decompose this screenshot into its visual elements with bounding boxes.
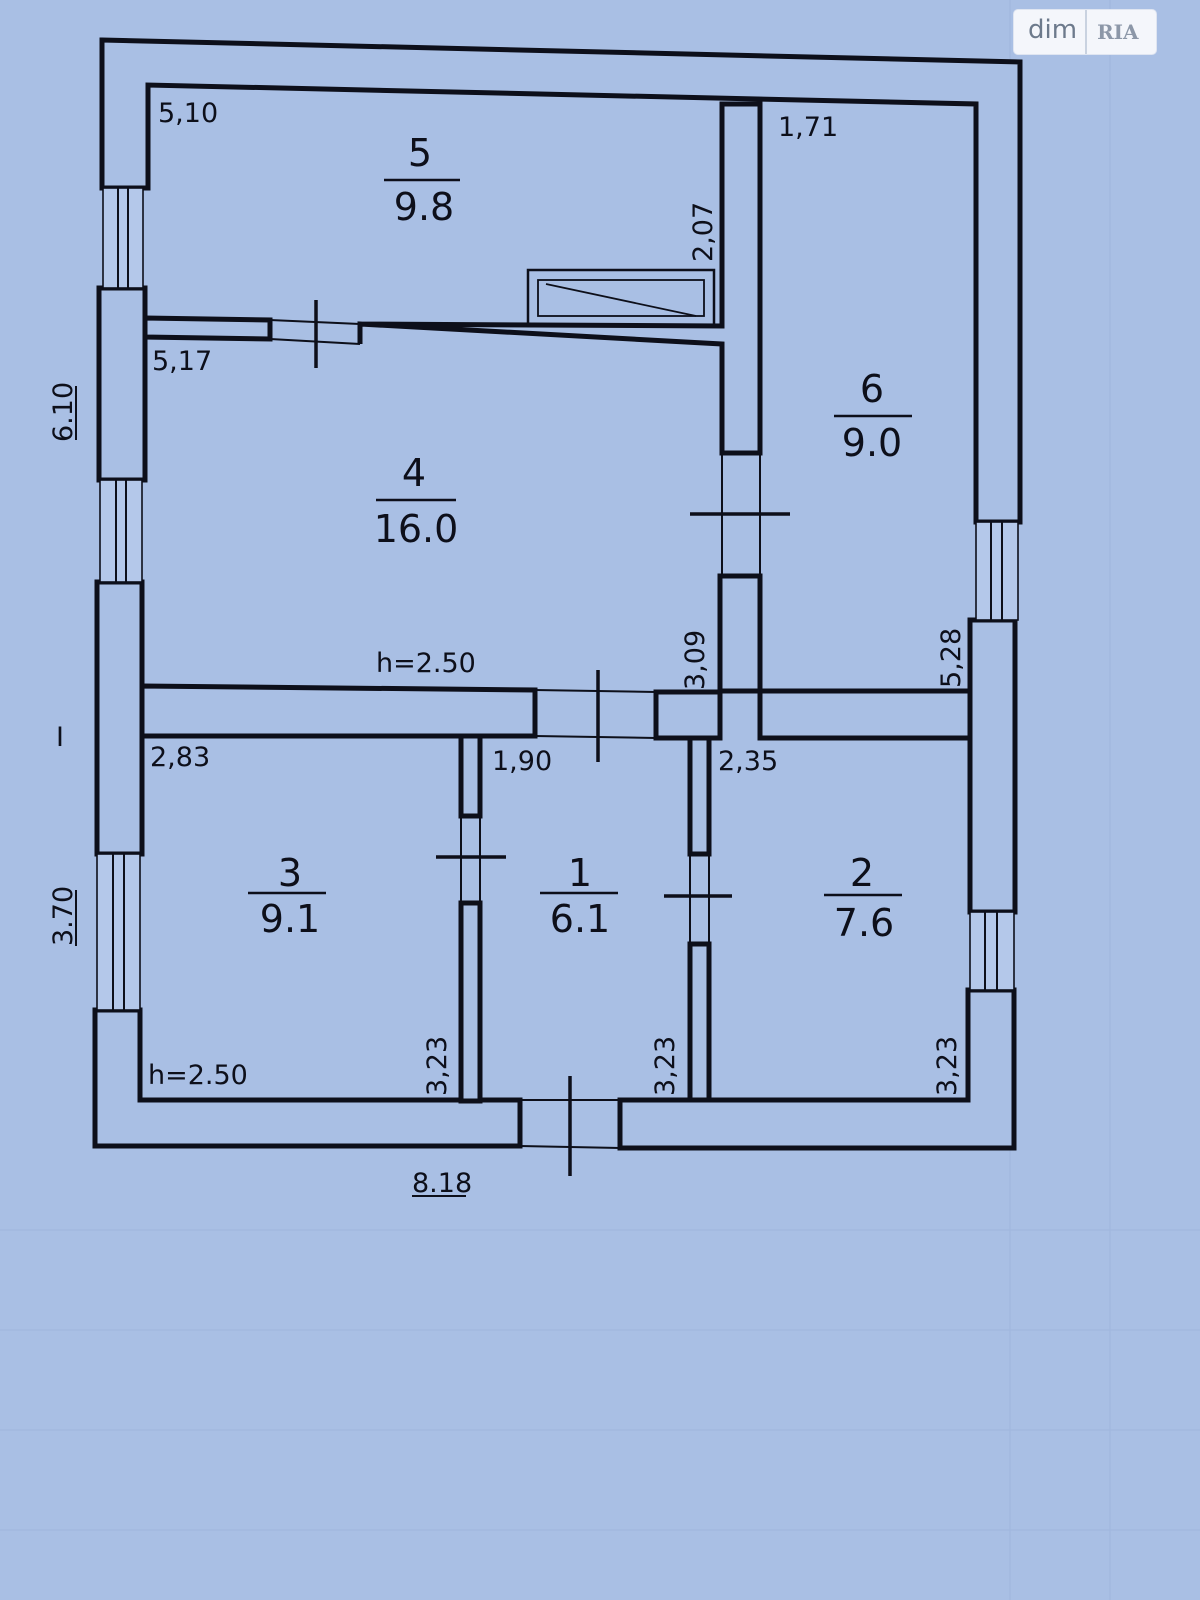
dim-room6-width: 1,71: [778, 112, 838, 143]
svg-text:9.8: 9.8: [394, 185, 454, 229]
windows: [96, 187, 1019, 1011]
dim-room1-width: 1,90: [492, 746, 552, 777]
room-label-4: 4 16.0: [374, 451, 459, 551]
interior-walls: [139, 101, 973, 1104]
overall-width: 8.18: [412, 1168, 472, 1199]
svg-text:9.1: 9.1: [260, 897, 320, 941]
window-room4: [99, 479, 143, 583]
bathtub: [526, 268, 716, 328]
svg-text:3: 3: [278, 851, 302, 895]
svg-text:5: 5: [408, 131, 432, 175]
dimension-labels: 5,10 2,07 1,71 5,28 5,17 3,09 2,83 3,23 …: [148, 98, 967, 1096]
svg-text:1: 1: [568, 851, 592, 895]
dim-room6-depth: 5,28: [936, 628, 967, 688]
logo-dim-text: dim: [1014, 10, 1088, 54]
dim-room5-width: 5,10: [158, 98, 218, 129]
window-room2: [969, 911, 1015, 991]
dim-room5-depth: 2,07: [688, 202, 719, 262]
room-label-2: 2 7.6: [824, 851, 902, 945]
svg-text:6: 6: [860, 367, 884, 411]
svg-text:2: 2: [850, 851, 874, 895]
dim-room3-width: 2,83: [150, 742, 210, 773]
doors: [269, 300, 790, 1176]
section-mark: I: [56, 722, 64, 753]
dim-ria-logo[interactable]: dim RIA: [1014, 10, 1156, 54]
lower-depth: 3.70: [48, 886, 79, 946]
window-room5: [102, 187, 144, 289]
overall-dimensions: 8.18 6.10 3.70 I: [48, 382, 472, 1199]
room-label-1: 1 6.1: [540, 851, 618, 941]
dim-room2-width: 2,35: [718, 746, 778, 777]
ceiling-height-lower: h=2.50: [148, 1060, 248, 1091]
svg-text:16.0: 16.0: [374, 507, 459, 551]
ceiling-height-upper: h=2.50: [376, 648, 476, 679]
room-label-5: 5 9.8: [384, 131, 460, 229]
window-room3: [96, 853, 141, 1011]
exterior-walls: [92, 37, 1023, 1151]
logo-ria-text: RIA: [1097, 20, 1139, 44]
svg-text:7.6: 7.6: [834, 901, 894, 945]
room-label-6: 6 9.0: [834, 367, 912, 465]
svg-text:9.0: 9.0: [842, 421, 902, 465]
upper-depth: 6.10: [48, 382, 79, 442]
dim-room1-depth: 3,23: [650, 1036, 681, 1096]
svg-text:4: 4: [402, 451, 426, 495]
svg-text:6.1: 6.1: [550, 897, 610, 941]
window-room6: [975, 521, 1019, 621]
dim-room4-depth: 3,09: [680, 630, 711, 690]
dim-room4-width: 5,17: [152, 346, 212, 377]
room-label-3: 3 9.1: [248, 851, 326, 941]
dim-room3-depth: 3,23: [422, 1036, 453, 1096]
dim-room2-depth: 3,23: [932, 1036, 963, 1096]
